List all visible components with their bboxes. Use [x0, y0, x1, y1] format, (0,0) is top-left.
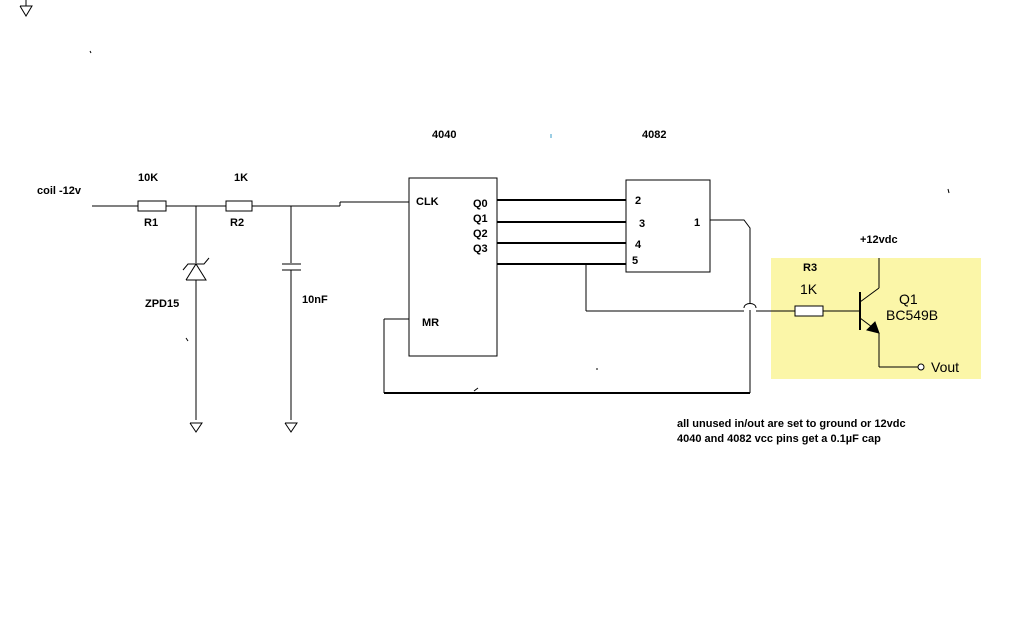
r1-ref: R1: [144, 217, 159, 229]
r3-ref: R3: [803, 262, 818, 274]
vout-terminal: [917, 363, 925, 371]
ic-4040-clk: CLK: [416, 196, 439, 208]
note-line-2: 4040 and 4082 vcc pins get a 0.1µF cap: [677, 433, 881, 445]
ic-4082-pin1: 1: [694, 217, 701, 229]
resistor-r2: [226, 201, 252, 211]
ic-4082-pin3: 3: [639, 218, 646, 230]
r3-value: 1K: [800, 281, 818, 297]
ic-4040-q3: Q3: [473, 243, 488, 255]
ic-4082-box: [626, 180, 710, 272]
ic-4082-pin4: 4: [635, 239, 642, 251]
transistor-ref: Q1: [899, 291, 918, 307]
r1-value: 10K: [138, 172, 159, 184]
ic-4040-q0: Q0: [473, 198, 488, 210]
ic-4040-q1: Q1: [473, 213, 488, 225]
ic-4082-name: 4082: [642, 129, 667, 141]
supply-label: +12vdc: [860, 234, 898, 246]
r2-ref: R2: [230, 217, 245, 229]
input-label: coil -12v: [37, 185, 82, 197]
ic-4040-name: 4040: [432, 129, 457, 141]
vout-label: Vout: [931, 359, 960, 375]
ic-4040-mr: MR: [422, 317, 440, 329]
ground-symbol-cap: [285, 423, 297, 432]
resistor-r3: [795, 306, 823, 316]
note-line-1: all unused in/out are set to ground or 1…: [677, 418, 906, 430]
ic-4082-pin2: 2: [635, 195, 642, 207]
transistor-part: BC549B: [886, 307, 939, 323]
transistor-q1: [860, 258, 918, 367]
resistor-r1: [138, 201, 166, 211]
ic-4040-q2: Q2: [473, 228, 488, 240]
capacitor-label: 10nF: [302, 294, 328, 306]
transistor-highlight: [771, 258, 981, 379]
r2-value: 1K: [234, 172, 249, 184]
ic-4040-box: [409, 178, 497, 356]
zener-label: ZPD15: [145, 298, 180, 310]
ic-4082-pin5: 5: [632, 255, 639, 267]
capacitor-c1: [282, 264, 301, 270]
ground-symbol-zener: [190, 423, 202, 432]
